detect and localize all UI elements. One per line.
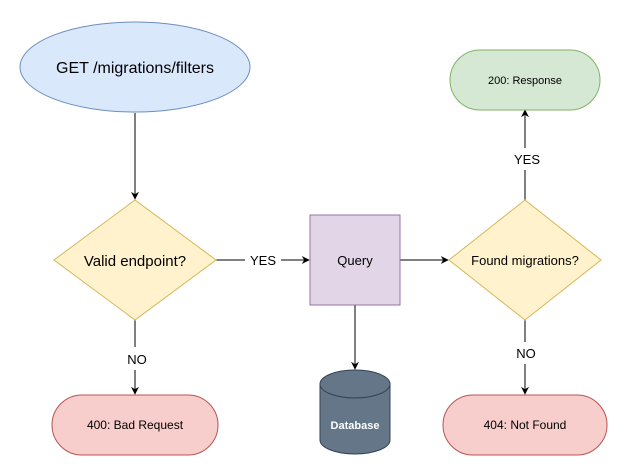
valid-no-label: NO: [127, 352, 147, 367]
not-found-404-label: 404: Not Found: [484, 418, 567, 432]
response-200-label: 200: Response: [488, 75, 562, 87]
found-yes-label: YES: [514, 152, 540, 167]
database-node: [319, 369, 391, 455]
database-label: Database: [331, 420, 380, 432]
not-found-404-terminal: [442, 394, 608, 456]
query-label: Query: [337, 253, 373, 268]
found-no-label: NO: [516, 346, 536, 361]
bad-request-400-label: 400: Bad Request: [87, 418, 184, 432]
start-node: [19, 21, 251, 113]
response-200-terminal: [449, 49, 601, 111]
valid-yes-label: YES: [250, 253, 276, 268]
query-process: [309, 214, 401, 306]
bad-request-400-terminal: [51, 394, 219, 456]
found-migrations-decision: [448, 199, 602, 321]
start-node-label: GET /migrations/filters: [56, 60, 214, 77]
found-migrations-label: Found migrations?: [471, 253, 579, 268]
valid-endpoint-label: Valid endpoint?: [84, 253, 186, 270]
valid-endpoint-decision: [53, 199, 217, 321]
